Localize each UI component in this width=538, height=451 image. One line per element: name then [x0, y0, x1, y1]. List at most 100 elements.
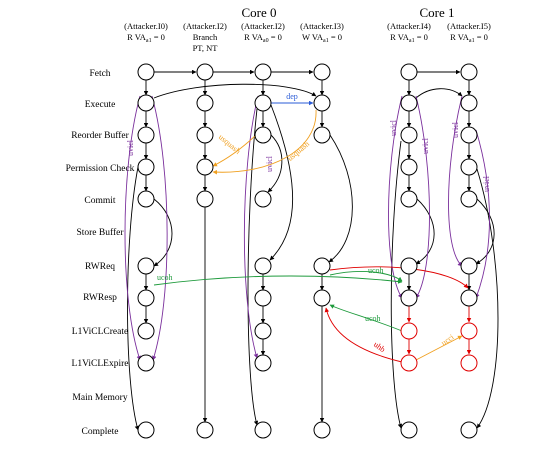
- svg-text:R VAa0 = 0: R VAa0 = 0: [244, 32, 282, 44]
- node: [313, 126, 331, 144]
- node: [196, 94, 214, 112]
- usquash-label-b: usquash: [286, 139, 312, 162]
- row-label-fetch: Fetch: [89, 69, 110, 79]
- row-label-main-memory: Main Memory: [72, 393, 127, 403]
- node: [400, 421, 418, 439]
- uvicl-label-col2: uvicl: [265, 155, 274, 172]
- svg-text:(Attacker.I2): (Attacker.I2): [241, 21, 285, 31]
- fetch-order-edges: [153, 69, 463, 99]
- node: [137, 190, 155, 208]
- svg-text:R VAa1 = 0: R VAa1 = 0: [390, 32, 428, 44]
- svg-text:Branch: Branch: [193, 32, 218, 42]
- node: [254, 190, 272, 208]
- node: [254, 354, 272, 372]
- node-red: [400, 322, 418, 340]
- node: [460, 126, 478, 144]
- ucoh-label-b: ucoh: [368, 266, 384, 275]
- node: [196, 126, 214, 144]
- node: [460, 257, 478, 275]
- ucci-edge: [415, 335, 463, 361]
- svg-text:R VAa1 = 0: R VAa1 = 0: [450, 32, 488, 44]
- node: [254, 322, 272, 340]
- node: [460, 94, 478, 112]
- node: [460, 63, 478, 81]
- svg-text:(Attacker.I5): (Attacker.I5): [447, 21, 491, 31]
- row-label-commit: Commit: [84, 196, 116, 206]
- uvicl-label-col0: uvicl: [126, 139, 135, 156]
- node: [400, 289, 418, 307]
- ucoh-label-a: ucoh: [157, 273, 173, 282]
- column-header-4: (Attacker.I4) R VAa1 = 0: [387, 21, 431, 44]
- node: [400, 126, 418, 144]
- ucoh-edges: [153, 270, 403, 332]
- column-4-edges: [390, 80, 435, 429]
- node: [196, 63, 214, 81]
- uvicl-label-col5a: uvicl: [451, 121, 460, 138]
- node: [196, 158, 214, 176]
- nodes: [137, 63, 478, 439]
- node: [137, 421, 155, 439]
- usquash-edges: [212, 109, 317, 175]
- row-label-execute: Execute: [85, 100, 116, 110]
- uvicl-edges: [124, 95, 490, 361]
- row-label-l1viclcreate: L1ViCLCreate: [72, 327, 128, 337]
- column-5-edges: [466, 80, 499, 429]
- svg-text:(Attacker.I4): (Attacker.I4): [387, 21, 431, 31]
- node: [254, 289, 272, 307]
- row-label-reorder-buffer: Reorder Buffer: [71, 130, 129, 141]
- node: [254, 94, 272, 112]
- node: [196, 190, 214, 208]
- uhb-label: uhb: [372, 340, 387, 354]
- node: [313, 94, 331, 112]
- row-label-rwresp: RWResp: [83, 293, 117, 303]
- node: [400, 94, 418, 112]
- uvicl-label-col4b: uvicl: [421, 137, 430, 154]
- svg-text:(Attacker.I0): (Attacker.I0): [124, 21, 168, 31]
- node-red: [400, 354, 418, 372]
- core-0-title: Core 0: [241, 5, 276, 20]
- row-label-l1viclexpire: L1ViCLExpire: [72, 359, 129, 369]
- node: [400, 190, 418, 208]
- node: [400, 158, 418, 176]
- svg-text:PT, NT: PT, NT: [193, 43, 219, 53]
- node: [400, 63, 418, 81]
- node-red: [460, 354, 478, 372]
- node-red: [460, 322, 478, 340]
- column-header-3: (Attacker.I3) W VAa1 = 0: [300, 21, 344, 44]
- row-label-rwreq: RWReq: [85, 262, 115, 272]
- node: [400, 257, 418, 275]
- column-header-0: (Attacker.I0) R VAa1 = 0: [124, 21, 168, 44]
- node: [137, 63, 155, 81]
- node: [137, 257, 155, 275]
- svg-text:(Attacker.I2): (Attacker.I2): [183, 21, 227, 31]
- node: [254, 257, 272, 275]
- node: [313, 63, 331, 81]
- node: [254, 126, 272, 144]
- core-1-title: Core 1: [419, 5, 454, 20]
- column-2-edges: [247, 80, 294, 426]
- node: [137, 158, 155, 176]
- svg-text:(Attacker.I3): (Attacker.I3): [300, 21, 344, 31]
- ucci-label: ucci: [440, 332, 457, 347]
- column-3-edges: [319, 80, 353, 423]
- node: [196, 421, 214, 439]
- column-header-1: (Attacker.I2) Branch PT, NT: [183, 21, 227, 53]
- row-label-store-buffer: Store Buffer: [76, 227, 124, 238]
- node: [254, 63, 272, 81]
- usquash-label-a: usquash: [217, 132, 243, 155]
- svg-text:W VAa1 = 0: W VAa1 = 0: [302, 32, 342, 44]
- node: [254, 421, 272, 439]
- row-label-permission-check: Permission Check: [66, 164, 135, 174]
- node: [313, 421, 331, 439]
- node: [137, 126, 155, 144]
- row-label-complete: Complete: [82, 427, 119, 437]
- uvicl-label-col4a: uvicl: [389, 119, 398, 136]
- node: [460, 158, 478, 176]
- column-header-2: (Attacker.I2) R VAa0 = 0: [241, 21, 285, 44]
- node: [460, 289, 478, 307]
- node: [460, 190, 478, 208]
- dep-label: dep: [286, 92, 298, 101]
- node: [313, 257, 331, 275]
- uvicl-label-col5b: uvicl: [482, 175, 491, 192]
